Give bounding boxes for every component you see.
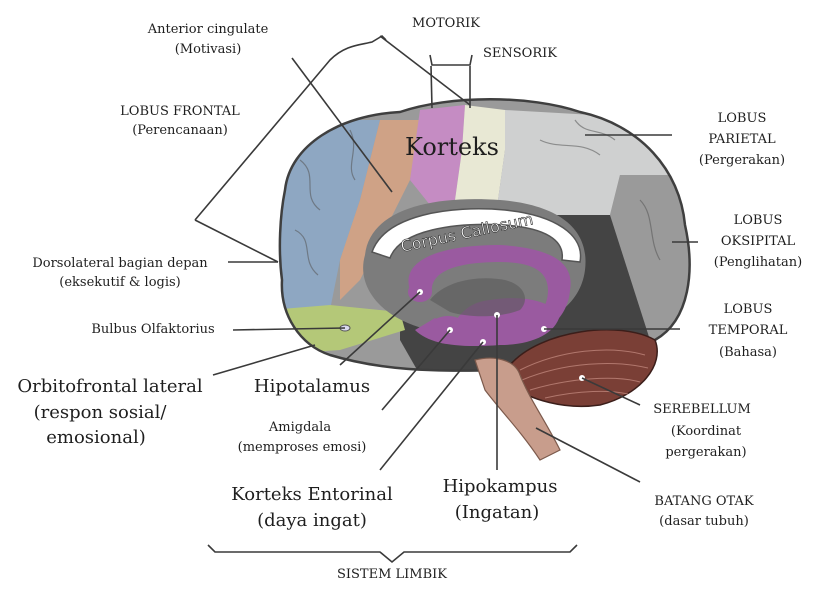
orbitofrontal-3: emosional) <box>46 427 146 448</box>
lobus-temporal-sub: (Bahasa) <box>719 345 777 360</box>
leader-motorik <box>431 66 432 108</box>
lobus-oksipital-sub: (Penglihatan) <box>714 255 802 270</box>
hipokampus-1: Hipokampus <box>443 476 558 497</box>
dorsolateral-label: Dorsolateral bagian depan <box>32 256 208 271</box>
korteks-label: Korteks <box>405 133 499 161</box>
brace-motor-sensory <box>430 55 472 65</box>
sensorik-label: SENSORIK <box>483 46 557 61</box>
batang-otak-label: BATANG OTAK <box>654 494 753 509</box>
lobus-oksipital-1: LOBUS <box>734 213 783 228</box>
batang-otak-sub: (dasar tubuh) <box>659 514 749 529</box>
korteks-entorinal-2: (daya ingat) <box>257 510 367 531</box>
lobus-parietal-1: LOBUS <box>718 111 767 126</box>
serebellum-label: SEREBELLUM <box>653 402 751 417</box>
hipotalamus-label: Hipotalamus <box>254 376 370 397</box>
bulbus-label: Bulbus Olfaktorius <box>91 322 214 337</box>
lobus-frontal-label: LOBUS FRONTAL <box>120 104 240 119</box>
hipokampus-2: (Ingatan) <box>455 502 540 523</box>
anterior-cingulate-sub: (Motivasi) <box>175 42 242 57</box>
amigdala-sub: (memproses emosi) <box>238 440 367 455</box>
lobus-oksipital-2: OKSIPITAL <box>721 234 796 249</box>
dorsolateral-sub: (eksekutif & logis) <box>59 275 181 290</box>
lobus-temporal-2: TEMPORAL <box>709 323 788 338</box>
orbitofrontal-2: (respon sosial/ <box>34 402 168 423</box>
lobus-parietal-sub: (Pergerakan) <box>699 153 785 168</box>
leader-orbitofrontal <box>213 345 315 375</box>
serebellum-sub2: pergerakan) <box>665 445 746 460</box>
lobus-temporal-1: LOBUS <box>724 302 773 317</box>
motorik-label: MOTORIK <box>412 16 480 31</box>
korteks-entorinal-1: Korteks Entorinal <box>231 484 393 505</box>
amigdala-label: Amigdala <box>268 420 331 435</box>
anterior-cingulate-label: Anterior cingulate <box>147 22 269 37</box>
lobus-parietal-2: PARIETAL <box>708 132 776 147</box>
brace-limbik <box>208 545 577 562</box>
serebellum-sub1: (Koordinat <box>671 424 742 439</box>
sistem-limbik-label: SISTEM LIMBIK <box>337 567 447 582</box>
brace-motor-sensory-2 <box>380 36 470 105</box>
orbitofrontal-1: Orbitofrontal lateral <box>17 376 203 397</box>
leader-batang <box>536 428 640 482</box>
lobus-frontal-sub: (Perencanaan) <box>132 123 228 138</box>
